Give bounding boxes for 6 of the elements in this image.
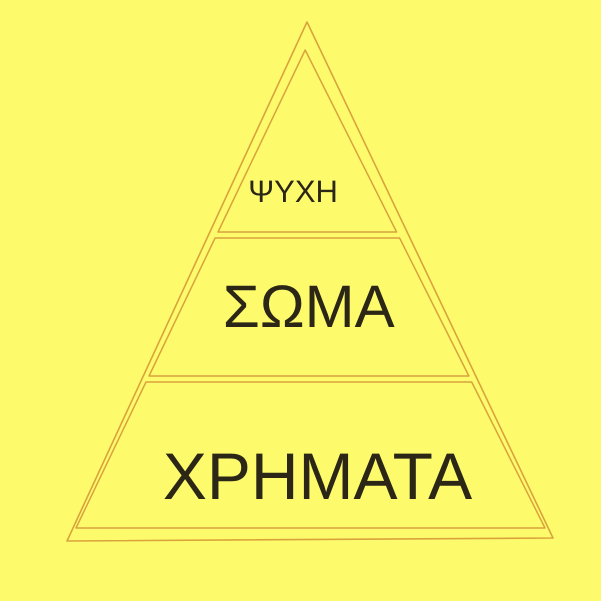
- pyramid-tier: [218, 50, 396, 232]
- tier-label: ΧΡΗΜΑΤΑ: [162, 443, 472, 509]
- pyramid-tier: [148, 238, 469, 376]
- tier-label: ΣΩΜΑ: [222, 277, 395, 337]
- pyramid-tier: [76, 382, 545, 528]
- tier-label: ΨΥΧΗ: [248, 176, 338, 207]
